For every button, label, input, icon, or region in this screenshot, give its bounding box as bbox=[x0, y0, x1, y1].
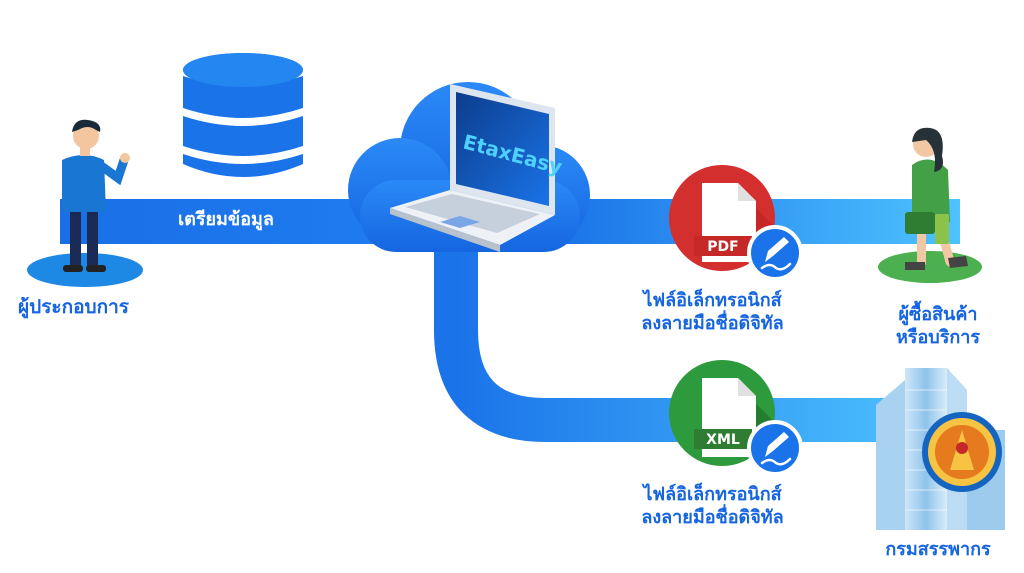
xml-document-signature-icon: XML bbox=[669, 360, 803, 476]
xml-file-label-line1: ไฟล์อิเล็กทรอนิกส์ bbox=[643, 484, 782, 505]
pdf-file-label: ไฟล์อิเล็กทรอนิกส์ ลงลายมือชื่อดิจิทัล bbox=[600, 290, 825, 335]
flow-label-prepare-data: เตรียมข้อมูล bbox=[178, 209, 274, 230]
pdf-file-label-line1: ไฟล์อิเล็กทรอนิกส์ bbox=[643, 290, 782, 311]
buyer-woman-icon bbox=[878, 127, 982, 283]
pdf-badge: PDF bbox=[707, 239, 738, 255]
pdf-file-label-line2: ลงลายมือชื่อดิจิทัล bbox=[641, 312, 784, 334]
buyer-label: ผู้ซื้อสินค้า หรือบริการ bbox=[858, 304, 1018, 349]
revenue-department-label: กรมสรรพากร bbox=[885, 539, 991, 560]
pdf-document-signature-icon: PDF bbox=[669, 165, 803, 281]
xml-file-label-line2: ลงลายมือชื่อดิจิทัล bbox=[641, 506, 784, 528]
buyer-label-line2: หรือบริการ bbox=[895, 326, 981, 348]
xml-badge: XML bbox=[706, 432, 740, 448]
flow-band-lower bbox=[434, 230, 940, 442]
revenue-building-seal-icon bbox=[876, 368, 1005, 530]
merchant-person-icon bbox=[27, 119, 143, 287]
laptop-cloud-icon: EtaxEasy bbox=[348, 82, 590, 252]
buyer-label-line1: ผู้ซื้อสินค้า bbox=[898, 304, 978, 325]
xml-file-label: ไฟล์อิเล็กทรอนิกส์ ลงลายมือชื่อดิจิทัล bbox=[600, 484, 825, 529]
merchant-label: ผู้ประกอบการ bbox=[18, 296, 129, 318]
database-icon bbox=[183, 53, 303, 177]
